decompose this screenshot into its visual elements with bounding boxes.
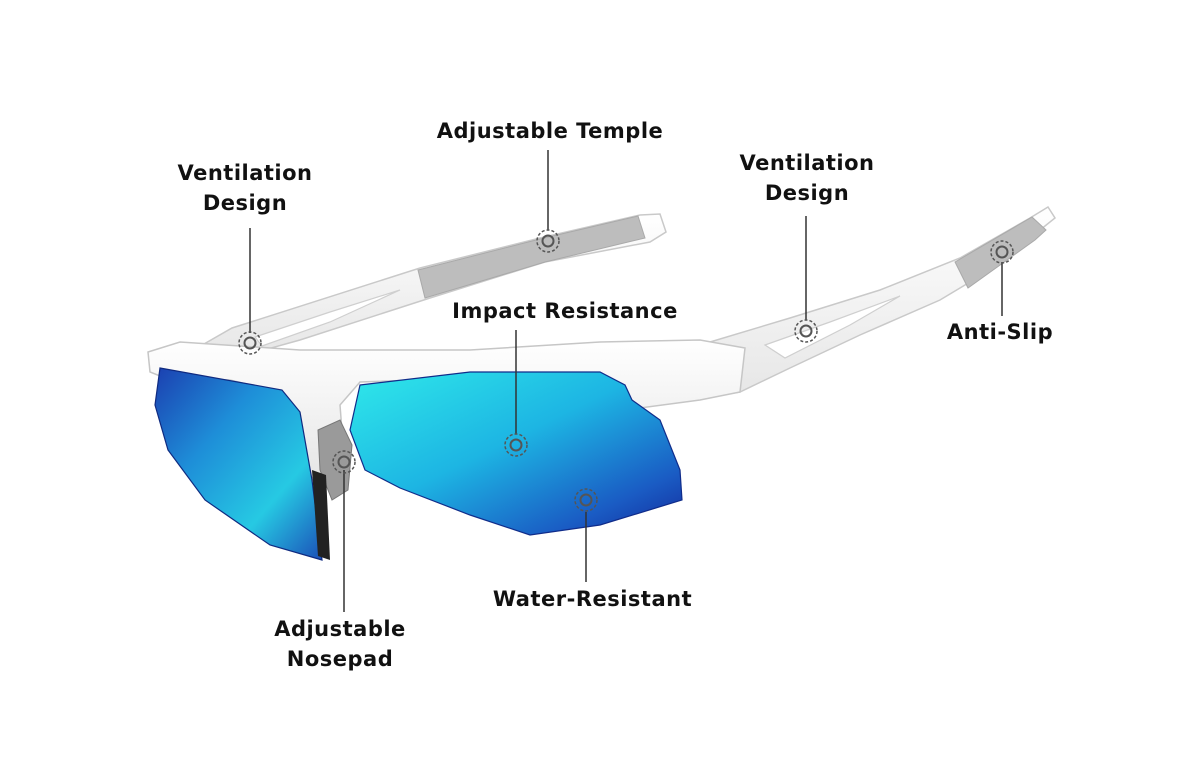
- label-line: Anti-Slip: [946, 320, 1054, 344]
- marker-ventilation-left: [238, 331, 262, 355]
- label-line: Ventilation: [177, 161, 313, 185]
- left-lens: [154, 367, 323, 561]
- callout-lines: [249, 150, 1003, 612]
- right-temple-grip: [954, 216, 1047, 289]
- left-temple-arm: [187, 213, 667, 359]
- label-ventilation-design-right: Ventilation Design: [712, 148, 902, 208]
- right-lens: [349, 371, 683, 536]
- label-line: Design: [764, 181, 850, 205]
- marker-impact-resistance: [504, 433, 528, 457]
- right-temple-arm: [699, 205, 1056, 399]
- label-impact-resistance: Impact Resistance: [425, 296, 705, 326]
- label-line: Nosepad: [286, 647, 394, 671]
- marker-adjustable-nosepad: [332, 450, 356, 474]
- label-anti-slip: Anti-Slip: [935, 317, 1065, 347]
- label-adjustable-nosepad: Adjustable Nosepad: [255, 614, 425, 674]
- label-adjustable-temple: Adjustable Temple: [405, 116, 695, 146]
- label-line: Design: [202, 191, 288, 215]
- marker-water-resistant: [574, 488, 598, 512]
- label-ventilation-design-left: Ventilation Design: [160, 158, 330, 218]
- label-line: Water-Resistant: [492, 587, 693, 611]
- label-water-resistant: Water-Resistant: [470, 584, 715, 614]
- marker-adjustable-temple: [536, 229, 560, 253]
- label-line: Impact Resistance: [452, 299, 678, 323]
- marker-anti-slip: [990, 240, 1014, 264]
- marker-ventilation-right: [794, 319, 818, 343]
- label-line: Adjustable: [274, 617, 406, 641]
- label-line: Ventilation: [739, 151, 875, 175]
- left-temple-grip: [417, 215, 646, 299]
- label-line: Adjustable Temple: [436, 119, 664, 143]
- right-ventilation-slot: [763, 295, 901, 359]
- feature-markers: [238, 229, 1014, 512]
